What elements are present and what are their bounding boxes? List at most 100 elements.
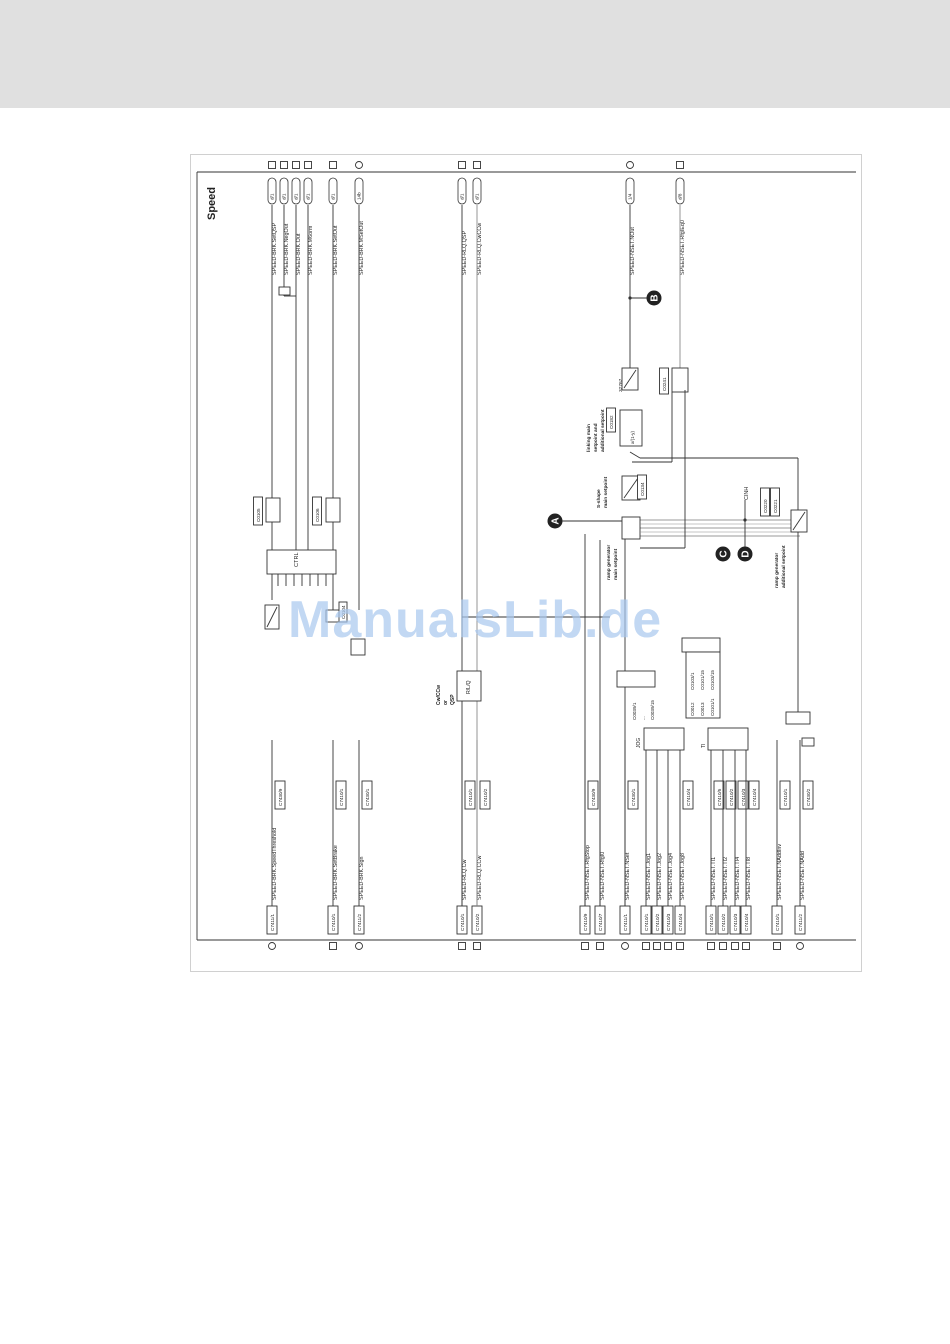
output-tag bbox=[267, 177, 277, 205]
input-label: SPEED-NSET.TI4 bbox=[735, 857, 741, 900]
input-param-code-label: C7410/2 bbox=[483, 788, 488, 806]
input-param-code bbox=[779, 780, 791, 810]
input-param-code-label: C7410/5 bbox=[717, 788, 722, 806]
jog-block bbox=[643, 727, 685, 751]
input-code-label: C7410/2 bbox=[721, 913, 726, 931]
marker-b bbox=[646, 290, 662, 306]
digital-input-port bbox=[731, 942, 739, 950]
ramp-add-symbol bbox=[792, 511, 806, 531]
analog-input-port bbox=[796, 942, 804, 950]
digital-input-port bbox=[653, 942, 661, 950]
link-block bbox=[619, 409, 643, 447]
analog-input-port bbox=[355, 942, 363, 950]
param-code-label: C0106 bbox=[315, 508, 320, 522]
param-code bbox=[312, 496, 322, 526]
linking-label: setpoint and bbox=[593, 423, 599, 452]
link-op-label: x/(1-y) bbox=[630, 431, 635, 444]
output-tag-label: d/1 bbox=[270, 193, 275, 200]
ramp-add-label: additional setpoint bbox=[781, 545, 787, 588]
junction-dot bbox=[628, 296, 632, 300]
digital-output-port bbox=[329, 161, 337, 169]
input-code-label: C7410/3 bbox=[733, 913, 738, 931]
output-tag bbox=[354, 177, 364, 205]
link-connector bbox=[629, 451, 641, 459]
junction-dot bbox=[743, 518, 747, 522]
ramp-main-block bbox=[621, 516, 641, 540]
param-code bbox=[770, 487, 780, 517]
param-code bbox=[606, 407, 616, 433]
input-param-code bbox=[713, 780, 725, 810]
input-param-code-label: C7410/1 bbox=[783, 788, 788, 806]
output-tag bbox=[328, 177, 338, 205]
input-param-code-label: C7430/2 bbox=[806, 788, 811, 806]
ti-param-label: C0101/1 bbox=[710, 698, 715, 716]
rfg-flag-block bbox=[671, 367, 689, 393]
rlq-note: QSP bbox=[450, 694, 456, 705]
output-tag-label: 1/4 bbox=[628, 193, 633, 200]
param-code-label: C0182 bbox=[609, 415, 614, 429]
input-param-code bbox=[802, 780, 814, 810]
input-code-label: C7411/2 bbox=[357, 914, 362, 931]
input-code-label: C7410/1 bbox=[331, 913, 336, 931]
linking-label: additional setpoint bbox=[600, 409, 606, 452]
cinh-label: CINH bbox=[744, 487, 750, 500]
analog-input-port bbox=[621, 942, 629, 950]
input-code-label: C7410/4 bbox=[744, 913, 749, 931]
input-code-label: C7410/1 bbox=[460, 913, 465, 931]
digital-output-port bbox=[280, 161, 288, 169]
output-tag bbox=[457, 177, 467, 205]
output-tag bbox=[675, 177, 685, 205]
sshape-label: main setpoint bbox=[603, 476, 609, 508]
brk-output-label: SPEED-BRK.SetQSP bbox=[272, 222, 278, 275]
marker-a-label: A bbox=[551, 517, 562, 524]
brk-output-label: SPEED-BRK.NegOut bbox=[284, 223, 290, 275]
input-label: SPEED-NSET.Jog4 bbox=[668, 853, 674, 900]
jog-param-label: ... bbox=[641, 716, 646, 720]
digital-output-port bbox=[473, 161, 481, 169]
input-code-label: C7410/1 bbox=[709, 913, 714, 931]
ti-param-label: C0103/15 bbox=[710, 670, 715, 690]
input-label: SPEED-NSET.TI1 bbox=[711, 857, 717, 900]
jog-param-label: C0039/15 bbox=[650, 700, 655, 720]
input-param-code-label: C7430/1 bbox=[365, 788, 370, 806]
output-tag-label: d/1 bbox=[460, 193, 465, 200]
ti-param-label: C0013 bbox=[700, 702, 705, 716]
compare-symbol bbox=[266, 606, 278, 628]
input-label: SPEED-NSET.RfgStop bbox=[585, 845, 591, 900]
output-tag bbox=[625, 177, 635, 205]
output-tag-label: d/1 bbox=[331, 193, 336, 200]
input-param-code-label: C7430/1 bbox=[631, 788, 636, 806]
input-param-code-label: C7430/9 bbox=[591, 788, 596, 806]
digital-input-port bbox=[742, 942, 750, 950]
ti-param-label: C0103/1 bbox=[690, 672, 695, 690]
rlq-note: or bbox=[443, 700, 449, 705]
marker-b-label: B bbox=[650, 294, 661, 301]
input-param-code bbox=[274, 780, 286, 810]
input-code-label: C7410/2 bbox=[655, 913, 660, 931]
digital-input-port bbox=[473, 942, 481, 950]
input-param-code-label: C7430/9 bbox=[278, 788, 283, 806]
input-param-code bbox=[361, 780, 373, 810]
nset-output-label: SPEED-NSET.NOut bbox=[630, 227, 636, 275]
digital-input-port bbox=[676, 942, 684, 950]
ctrl-label: CTRL bbox=[294, 552, 300, 567]
input-param-code bbox=[725, 780, 737, 810]
sign-block bbox=[325, 609, 341, 623]
marker-d bbox=[737, 546, 753, 562]
ti-param-block bbox=[685, 651, 721, 719]
digital-input-port bbox=[458, 942, 466, 950]
output-tag-label: 14b bbox=[357, 192, 362, 200]
input-code-label: C7410/1 bbox=[644, 913, 649, 931]
output-tag-label: d/1 bbox=[294, 193, 299, 200]
input-label: SPEED-BRK.SpeedThreshold bbox=[272, 828, 278, 900]
rlq-label: R/L/Q bbox=[466, 680, 472, 694]
page-title: Speed bbox=[206, 187, 218, 220]
ctrl-block bbox=[266, 549, 337, 575]
input-code-label: C7410/2 bbox=[475, 913, 480, 931]
brk-output-label: SPEED-BRK.M6orm bbox=[308, 225, 314, 275]
input-param-code-label: C7410/4 bbox=[686, 788, 691, 806]
digital-input-port bbox=[719, 942, 727, 950]
input-param-code bbox=[748, 780, 760, 810]
marker-c bbox=[715, 546, 731, 562]
not-gate bbox=[278, 286, 291, 296]
